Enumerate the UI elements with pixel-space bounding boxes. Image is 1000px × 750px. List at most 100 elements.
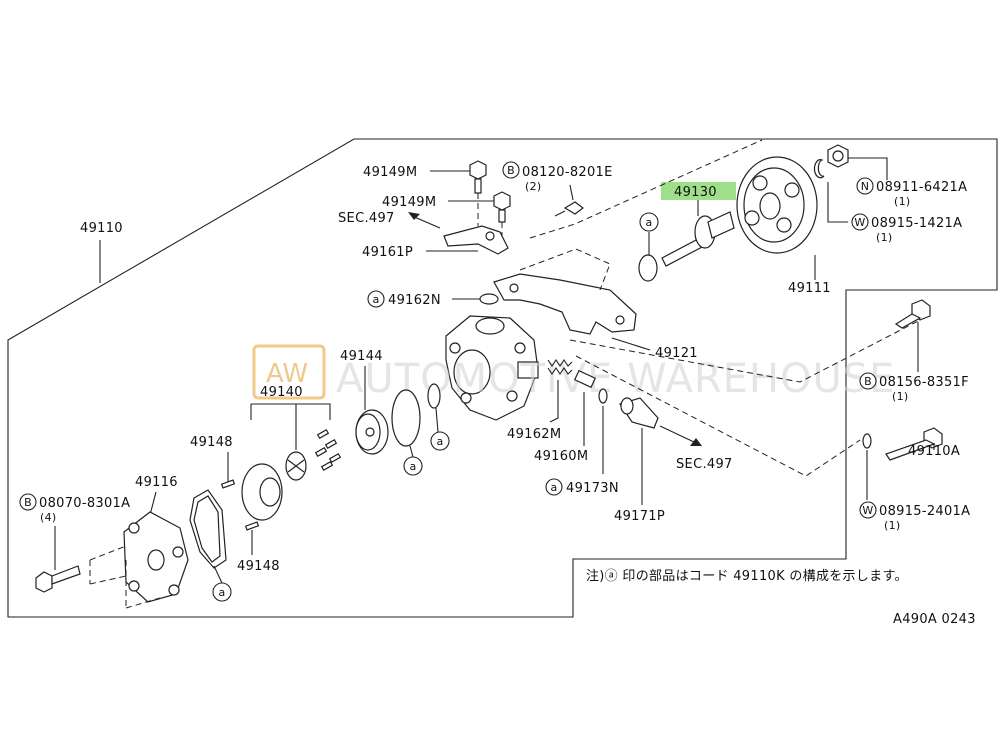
label-49148-1: 49148 [190,435,233,450]
connector-49171p [619,397,659,429]
cover-49116 [123,511,189,603]
label-08915-2401a: 08915-2401A [879,504,970,519]
leader-49162m [549,380,559,423]
bolt-marker-08070-letter: B [24,496,32,509]
arrowhead-sec497-top [408,212,420,220]
qty-08070: (4) [40,511,56,524]
dash-outline-right-1 [569,319,921,383]
label-08156: 08156-8351F [879,375,969,390]
qty-08911: (1) [894,195,910,208]
label-08911: 08911-6421A [876,180,967,195]
pulley-49111 [736,156,818,254]
label-49110a: 49110A [908,444,960,459]
label-49140: 49140 [260,385,303,400]
dash-cover-1 [89,545,127,561]
oring-49173n [598,388,608,404]
dash-outline-right-2 [575,355,861,477]
label-49110: 49110 [80,221,123,236]
qty-08915-2401a: (1) [884,519,900,532]
kit-marker-49173n-letter: a [550,481,557,494]
bolt-marker-08120-icon [502,161,520,179]
label-sec497-top: SEC.497 [338,211,395,226]
watermark-logo: AW [266,359,308,389]
highlight-49130 [661,182,736,200]
bolt-marker-08156-icon [859,372,877,390]
pin-49148-1 [220,479,236,489]
label-49116: 49116 [135,475,178,490]
label-49161p: 49161P [362,245,413,260]
bolt-marker-08070-icon [19,493,37,511]
bracket-49161p [443,225,509,255]
bolt-49149m-1 [469,160,487,194]
label-49160m: 49160M [534,449,588,464]
nut-marker-icon [856,177,874,195]
watermark-text: AUTOMOTIVE WAREHOUSE [336,356,895,402]
washer-08915-2401a [862,433,872,449]
label-49144: 49144 [340,349,383,364]
leader-oring-1 [409,445,414,458]
vanes-49140 [314,428,342,472]
label-49149m-2: 49149M [382,195,436,210]
dash-cover-3 [125,597,161,609]
diagram-code: A490A 0243 [893,612,976,627]
qty-08156: (1) [892,390,908,403]
bolt-49149m-2 [493,191,511,223]
kit-marker-oring-1-letter: a [409,460,416,473]
leader-nut [848,157,888,180]
label-08915: 08915-1421A [871,216,962,231]
kit-marker-shaft-letter: a [645,216,652,229]
leader-08120 [569,184,574,201]
bolt-08156 [894,299,931,329]
washer-marker-letter: W [854,216,865,229]
label-08070: 08070-8301A [39,496,130,511]
label-49148-2: 49148 [237,559,280,574]
nut-marker-letter: N [861,180,870,193]
label-49162n: 49162N [388,293,441,308]
label-49162m: 49162M [507,427,561,442]
kit-marker-shaft-icon [639,212,659,232]
bolt-marker-08156-letter: B [864,375,872,388]
kit-marker-49173n-icon [545,478,563,496]
pin-49148-2 [244,521,260,531]
label-49130: 49130 [674,185,717,200]
kit-marker-oring-2-letter: a [436,435,443,448]
washer-marker-2401-icon [859,501,877,519]
leader-oring-2 [435,407,439,433]
washer-marker-icon [851,213,869,231]
label-49121: 49121 [655,346,698,361]
bolt-08120 [554,201,584,217]
washer-marker-2401-letter: W [862,504,873,517]
cam-ring-49140 [241,463,283,521]
label-sec497-bottom: SEC.497 [676,457,733,472]
nut-08911 [827,144,849,168]
valve-49160m [573,369,597,389]
dash-cover-2 [89,575,127,585]
kit-marker-oring-2-icon [430,431,450,451]
footnote: 注)ⓐ 印の部品はコード 49110K の構成を示します。 [586,569,908,584]
arrowhead-sec497-bottom [690,438,702,446]
qty-08915: (1) [876,231,892,244]
bracket-49140 [251,403,331,420]
bolt-marker-08120-letter: B [507,164,515,177]
assembly-outline [7,138,998,618]
bolt-49110a [885,427,943,461]
leader-49121 [611,337,651,351]
kit-marker-gasket-letter: a [218,586,225,599]
dash-shaft-axis [529,139,763,239]
oring-49162n [479,293,499,305]
kit-marker-49162n-icon [367,290,385,308]
pump-body [445,315,539,421]
valve-spring-49162m [547,359,573,375]
plate-49144 [355,409,389,455]
label-49111: 49111 [788,281,831,296]
leader-gasket [213,565,223,584]
qty-08120: (2) [525,180,541,193]
rotor-49140 [285,451,307,481]
dash-bracket-1 [519,248,611,291]
gasket-inner [193,495,221,563]
oring-small [427,383,441,409]
arrow-sec497-top [411,215,441,229]
oring-large [391,389,421,447]
label-49173n: 49173N [566,481,619,496]
seal-ring [638,254,658,282]
